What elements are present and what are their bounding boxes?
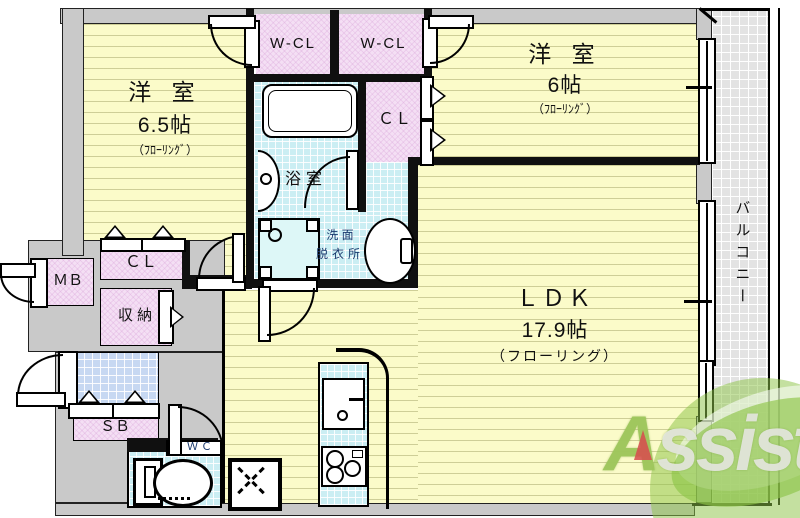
closet-top [366, 78, 424, 162]
washroom-line2: 脱衣所 [315, 247, 364, 262]
room-6-5-name: 洋 室 [128, 79, 202, 105]
door-leaf-room65-hall [232, 233, 245, 283]
washroom-label: 洗 面 脱衣所 [302, 226, 378, 264]
wall-bath-right [358, 78, 366, 212]
assist-logo-initial: A [604, 399, 660, 487]
bathtub-icon [262, 84, 358, 138]
washroom-line1: 洗 面 [326, 228, 354, 242]
meter-box [44, 258, 94, 306]
walkin-closet-1 [256, 14, 330, 74]
room-6-5-label: 洋 室 6.5帖 （ﾌﾛｰﾘﾝｸﾞ） [84, 78, 246, 158]
bifold-arrow-cl-top-2 [430, 128, 446, 152]
door-arc-mb [0, 274, 34, 303]
wcl2-label: W-CL [360, 34, 407, 52]
room-6-floor [432, 24, 700, 158]
kitchen-sink-icon [322, 378, 365, 430]
step-edge-hall-ldk [222, 290, 225, 503]
bifold-arrow-cl-hall-2 [152, 225, 174, 238]
wall-wcl-divider [330, 10, 339, 74]
floor-hatch-icon [228, 458, 282, 511]
shoe-box [73, 417, 159, 441]
window-tick-room6 [686, 86, 712, 89]
window-ldk [698, 200, 716, 366]
kitchen-counter-outline [336, 348, 389, 509]
entrance-door-leaf [16, 392, 66, 407]
sb-label: ＳＢ [99, 417, 130, 435]
room-6-size: 6帖 [547, 73, 583, 97]
ldk-size: 17.9帖 [521, 318, 589, 342]
bath-drain-icon [260, 173, 272, 185]
bifold-arrow-cl-top-1 [430, 84, 446, 108]
bathroom-label: 浴室 [284, 171, 327, 188]
bifold-jamb-sb-2 [112, 403, 160, 419]
ldk-note: （フローリング） [491, 348, 619, 364]
room-6-5-note: （ﾌﾛｰﾘﾝｸﾞ） [131, 143, 198, 157]
wall-room6-bottom [408, 157, 700, 165]
storage-label: 収 納 [117, 306, 153, 324]
toilet-base-icon [158, 497, 190, 500]
wall-room65-stub [182, 240, 190, 277]
wall-chunk-balcony-mid [696, 158, 712, 204]
door-arrow-storage [170, 306, 184, 328]
wall-washroom-bottom [246, 279, 418, 288]
ldk-label: ＬＤＫ 17.9帖 （フローリング） [440, 284, 670, 366]
wc-label: ＷＣ [187, 441, 215, 453]
exterior-wall-left [62, 8, 84, 256]
washer-pan-icon [258, 218, 320, 280]
wcl1-label: W-CL [269, 34, 317, 52]
ldk-floor [418, 165, 700, 503]
washbasin-faucet-icon [400, 238, 413, 264]
mb-label: ＭＢ [52, 271, 83, 289]
cl-top-label: ＣＬ [377, 111, 412, 128]
balcony-rail-top [700, 8, 770, 11]
bifold-arrow-cl-hall-1 [104, 225, 126, 238]
room-6-label: 洋 室 6帖 （ﾌﾛｰﾘﾝｸﾞ） [460, 40, 670, 117]
room-6-note: （ﾌﾛｰﾘﾝｸﾞ） [531, 102, 598, 116]
wall-washroom-right [408, 160, 418, 280]
balcony-label: バルコニー [733, 200, 751, 310]
window-tick-ldk [684, 300, 712, 303]
cl-hall-label: ＣＬ [124, 254, 157, 271]
entrance-door-arc [17, 354, 63, 396]
window-room6 [698, 38, 716, 164]
bifold-arrow-sb-2 [124, 390, 146, 403]
assist-logo-rest: ssist [656, 399, 800, 487]
washroom-nook [366, 162, 410, 212]
assist-logo-text: Assist [604, 398, 800, 489]
closet-hall [100, 248, 184, 280]
walkin-closet-2 [339, 14, 428, 74]
wall-below-wcl [246, 74, 430, 82]
toilet-bowl-icon [153, 459, 213, 507]
bifold-jamb-cl-hall-2 [141, 238, 186, 252]
room-6-name: 洋 室 [528, 41, 602, 67]
wall-room65-right [246, 8, 254, 282]
room-6-5-size: 6.5帖 [137, 113, 193, 137]
ldk-name: ＬＤＫ [516, 285, 594, 311]
kitchen-stove-icon [321, 446, 367, 487]
bifold-arrow-sb-1 [78, 390, 100, 403]
